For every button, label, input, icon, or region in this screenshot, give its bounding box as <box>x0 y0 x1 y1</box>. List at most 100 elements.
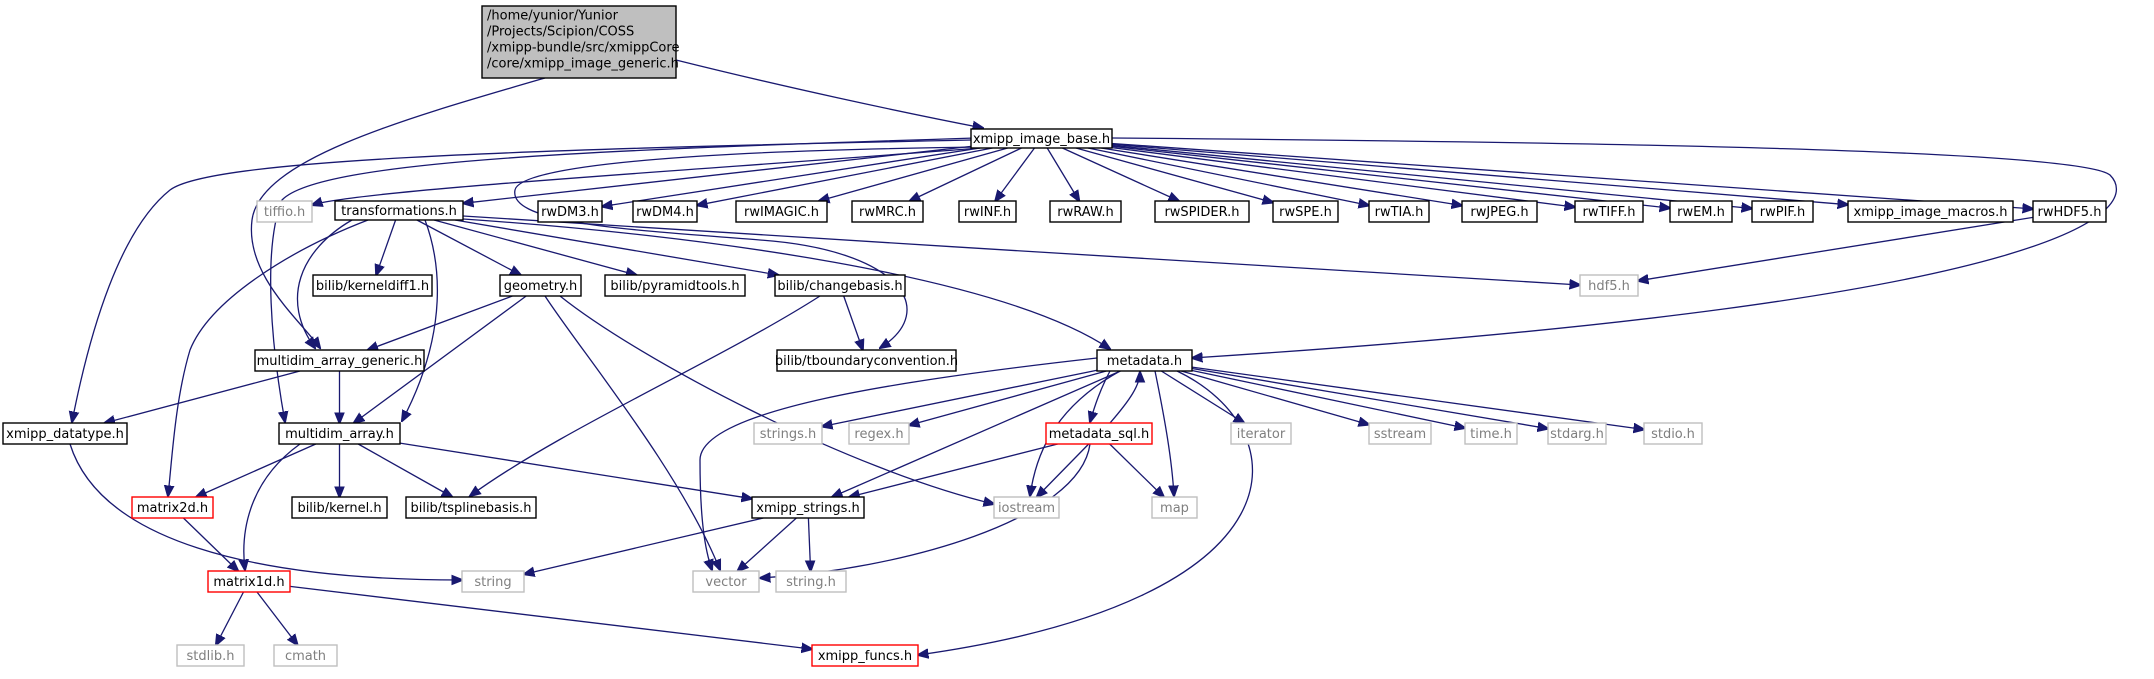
node-label-matrix2d: matrix2d.h <box>137 501 208 516</box>
node-rwDM4[interactable]: rwDM4.h <box>632 200 698 223</box>
node-rwEM[interactable]: rwEM.h <box>1669 200 1733 223</box>
node-label-rwEM: rwEM.h <box>1677 205 1725 220</box>
node-box-rwIMAGIC <box>735 200 828 223</box>
node-metadata_sql[interactable]: metadata_sql.h <box>1045 422 1153 445</box>
node-rwMRC[interactable]: rwMRC.h <box>851 200 924 223</box>
node-box-hdf5 <box>1579 274 1639 297</box>
edge-transformations-to-geometry <box>416 219 521 275</box>
edge-xmipp_image_base-to-rwDM3 <box>602 147 981 207</box>
edge-metadata_sql-to-map <box>1109 443 1164 497</box>
node-label-rwSPE: rwSPE.h <box>1279 205 1332 220</box>
edge-geometry-to-vector <box>544 295 720 570</box>
node-stdlib: stdlib.h <box>176 644 245 667</box>
node-label-rwTIFF: rwTIFF.h <box>1583 205 1636 220</box>
edge-metadata-to-sstream <box>1181 370 1369 425</box>
edge-metadata-to-stdio <box>1191 366 1644 429</box>
node-box-rwTIA <box>1368 200 1430 223</box>
node-label-xmipp_image_base: xmipp_image_base.h <box>973 132 1110 147</box>
node-map: map <box>1151 496 1198 519</box>
node-matrix1d[interactable]: matrix1d.h <box>207 570 291 593</box>
node-rwRAW[interactable]: rwRAW.h <box>1049 200 1122 223</box>
node-kerneldiff1[interactable]: bilib/kerneldiff1.h <box>312 274 433 297</box>
edge-metadata-to-time <box>1191 369 1465 429</box>
node-label-rwHDF5: rwHDF5.h <box>2038 205 2102 220</box>
node-rwPIF[interactable]: rwPIF.h <box>1751 200 1814 223</box>
edge-transformations-to-pyramidtools <box>433 219 636 275</box>
edge-xmipp_image_base-to-tiffio <box>312 147 981 205</box>
node-rwJPEG[interactable]: rwJPEG.h <box>1461 200 1538 223</box>
node-xmipp_funcs[interactable]: xmipp_funcs.h <box>811 644 919 667</box>
edge-metadata-to-vector <box>699 357 1098 570</box>
node-box-matrix2d <box>131 496 214 519</box>
node-label-rwPIF: rwPIF.h <box>1760 205 1805 220</box>
node-box-xmipp_funcs <box>811 644 919 667</box>
edge-xmipp_image_base-to-rwJPEG <box>1100 147 1462 206</box>
node-pyramidtools[interactable]: bilib/pyramidtools.h <box>604 274 746 297</box>
node-box-iostream <box>993 496 1060 519</box>
node-box-tiffio <box>256 200 313 223</box>
edge-multidim_array_generic-to-xmipp_datatype <box>105 370 301 423</box>
node-sstream: sstream <box>1368 422 1432 445</box>
node-box-rwMRC <box>851 200 924 223</box>
node-label-rwJPEG: rwJPEG.h <box>1470 205 1528 220</box>
node-xmipp_image_base[interactable]: xmipp_image_base.h <box>970 128 1113 149</box>
edge-multidim_array-to-matrix1d <box>244 443 301 570</box>
node-box-string_h <box>775 570 847 593</box>
node-kernel[interactable]: bilib/kernel.h <box>291 496 388 519</box>
node-rwTIFF[interactable]: rwTIFF.h <box>1574 200 1644 223</box>
edge-multidim_array-to-matrix2d <box>196 443 317 497</box>
node-rwINF[interactable]: rwINF.h <box>958 200 1017 223</box>
node-box-multidim_array <box>278 422 401 445</box>
node-iostream: iostream <box>993 496 1060 519</box>
node-matrix2d[interactable]: matrix2d.h <box>131 496 214 519</box>
node-rwSPE[interactable]: rwSPE.h <box>1272 200 1339 223</box>
edge-geometry-to-multidim_array_generic <box>368 295 513 350</box>
node-label-rwDM3: rwDM3.h <box>541 205 599 220</box>
node-rwTIA[interactable]: rwTIA.h <box>1368 200 1430 223</box>
node-box-tboundaryconvention <box>776 349 957 372</box>
node-xmipp_strings[interactable]: xmipp_strings.h <box>751 496 865 519</box>
node-geometry[interactable]: geometry.h <box>499 274 582 297</box>
edge-metadata-to-metadata_sql <box>1090 370 1111 422</box>
node-box-kernel <box>291 496 388 519</box>
node-box-stdlib <box>176 644 245 667</box>
node-label-kernel: bilib/kernel.h <box>297 501 381 516</box>
edge-geometry-to-iostream <box>559 295 994 504</box>
node-tiffio: tiffio.h <box>256 200 313 223</box>
node-rwSPIDER[interactable]: rwSPIDER.h <box>1154 200 1250 223</box>
edge-xmipp_image_base-to-rwTIFF <box>1111 146 1575 208</box>
node-label-map: map <box>1160 501 1189 516</box>
node-iterator: iterator <box>1230 422 1292 445</box>
node-transformations[interactable]: transformations.h <box>334 200 464 221</box>
node-box-metadata <box>1096 349 1193 372</box>
node-xmipp_image_macros[interactable]: xmipp_image_macros.h <box>1847 200 2014 223</box>
node-metadata[interactable]: metadata.h <box>1096 349 1193 372</box>
node-rwDM3[interactable]: rwDM3.h <box>537 200 603 223</box>
node-tsplinebasis[interactable]: bilib/tsplinebasis.h <box>405 496 537 519</box>
node-label-root-line-1: /Projects/Scipion/COSS <box>487 25 634 40</box>
node-label-metadata: metadata.h <box>1107 354 1182 369</box>
node-rwHDF5[interactable]: rwHDF5.h <box>2032 200 2107 223</box>
node-xmipp_datatype[interactable]: xmipp_datatype.h <box>2 422 128 445</box>
node-box-rwHDF5 <box>2032 200 2107 223</box>
node-label-transformations: transformations.h <box>341 204 457 219</box>
node-cmath: cmath <box>273 644 338 667</box>
node-rwIMAGIC[interactable]: rwIMAGIC.h <box>735 200 828 223</box>
edge-metadata-to-regex <box>909 370 1107 425</box>
node-string: string <box>461 570 525 593</box>
edge-xmipp_image_base-to-transformations <box>463 145 972 203</box>
edge-transformations-to-matrix2d <box>168 219 369 496</box>
edge-metadata-to-stdarg <box>1191 367 1548 429</box>
node-label-xmipp_funcs: xmipp_funcs.h <box>818 649 912 664</box>
node-changebasis[interactable]: bilib/changebasis.h <box>774 274 906 297</box>
edge-metadata_sql-to-metadata <box>1109 372 1140 424</box>
node-box-time <box>1464 422 1518 445</box>
node-box-xmipp_strings <box>751 496 865 519</box>
edge-xmipp_image_base-to-rwSPIDER <box>1062 147 1179 201</box>
node-box-xmipp_datatype <box>2 422 128 445</box>
node-multidim_array[interactable]: multidim_array.h <box>278 422 401 445</box>
edge-metadata-to-xmipp_funcs <box>918 370 1254 655</box>
node-regex: regex.h <box>848 422 910 445</box>
node-multidim_array_generic[interactable]: multidim_array_generic.h <box>254 349 425 372</box>
node-tboundaryconvention[interactable]: bilib/tboundaryconvention.h <box>775 349 958 372</box>
